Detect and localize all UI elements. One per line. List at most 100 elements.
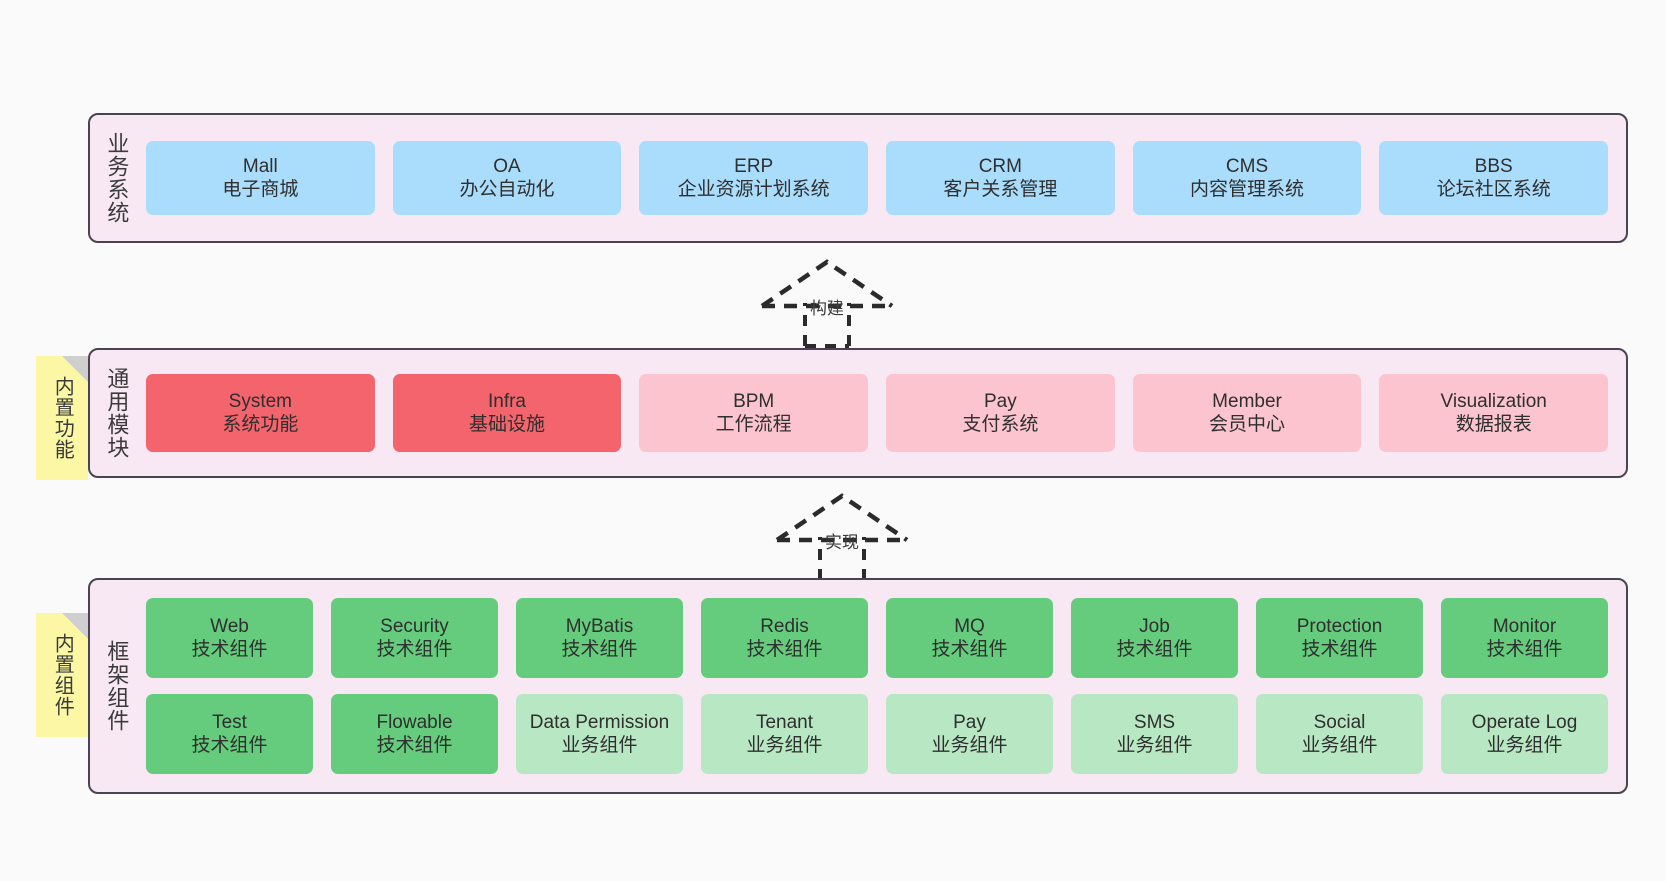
- node-title: BBS: [1474, 155, 1513, 177]
- node-subtitle: 内容管理系统: [1190, 179, 1305, 200]
- node-system[interactable]: System 系统功能: [146, 374, 375, 452]
- sticky-note-builtin-feature[interactable]: 内置功能: [36, 356, 88, 480]
- node-crm[interactable]: CRM 客户关系管理: [886, 141, 1115, 215]
- node-title: Infra: [487, 390, 527, 412]
- node-title: Tenant: [755, 711, 814, 733]
- node-title: Job: [1139, 615, 1170, 637]
- node-pay-module[interactable]: Pay 支付系统: [886, 374, 1115, 452]
- node-monitor[interactable]: Monitor 技术组件: [1441, 598, 1608, 678]
- node-protection[interactable]: Protection 技术组件: [1256, 598, 1423, 678]
- node-row: Test 技术组件 Flowable 技术组件 Data Permission …: [146, 694, 1608, 774]
- node-title: Social: [1313, 711, 1366, 733]
- node-mybatis[interactable]: MyBatis 技术组件: [516, 598, 683, 678]
- node-title: MQ: [954, 615, 985, 637]
- node-oa[interactable]: OA 办公自动化: [392, 141, 622, 215]
- layer-title-business-system: 业务系统: [104, 132, 130, 224]
- node-subtitle: 客户关系管理: [943, 179, 1058, 200]
- generalization-arrow-icon: [760, 259, 894, 348]
- node-title: CMS: [1225, 155, 1269, 177]
- node-subtitle: 技术组件: [191, 735, 268, 756]
- node-subtitle: 技术组件: [191, 639, 268, 660]
- node-title: SMS: [1133, 711, 1176, 733]
- node-title: Pay: [953, 711, 986, 733]
- node-title: ERP: [734, 155, 774, 177]
- node-security[interactable]: Security 技术组件: [331, 598, 498, 678]
- sticky-note-label: 内置组件: [51, 633, 74, 717]
- node-bbs[interactable]: BBS 论坛社区系统: [1379, 141, 1609, 215]
- page-fold-icon: [62, 356, 88, 382]
- node-data-permission[interactable]: Data Permission 业务组件: [516, 694, 683, 774]
- node-title: Data Permission: [529, 711, 670, 733]
- node-sms[interactable]: SMS 业务组件: [1071, 694, 1238, 774]
- layer-title-framework-component: 框架组件: [104, 640, 130, 732]
- layer-body-common-module: System 系统功能 Infra 基础设施 BPM 工作流程 Pay 支付系统…: [142, 350, 1612, 476]
- node-subtitle: 业务组件: [561, 735, 638, 756]
- node-title: Operate Log: [1471, 711, 1578, 733]
- node-visualization[interactable]: Visualization 数据报表: [1379, 374, 1609, 452]
- page-fold-icon: [62, 613, 88, 639]
- node-subtitle: 业务组件: [746, 735, 823, 756]
- node-title: Pay: [983, 390, 1017, 412]
- node-subtitle: 业务组件: [1301, 735, 1378, 756]
- node-pay-component[interactable]: Pay 业务组件: [886, 694, 1053, 774]
- node-title: Monitor: [1492, 615, 1557, 637]
- node-title: MyBatis: [565, 615, 634, 637]
- sticky-note-label: 内置功能: [51, 376, 74, 460]
- node-subtitle: 技术组件: [1301, 639, 1378, 660]
- node-title: Mall: [242, 155, 278, 177]
- node-cms[interactable]: CMS 内容管理系统: [1132, 141, 1362, 215]
- node-operate-log[interactable]: Operate Log 业务组件: [1441, 694, 1608, 774]
- node-mq[interactable]: MQ 技术组件: [886, 598, 1053, 678]
- node-subtitle: 工作流程: [715, 414, 792, 435]
- node-subtitle: 会员中心: [1209, 414, 1286, 435]
- node-title: Protection: [1296, 615, 1383, 637]
- node-row: System 系统功能 Infra 基础设施 BPM 工作流程 Pay 支付系统…: [146, 374, 1609, 452]
- node-subtitle: 技术组件: [376, 639, 453, 660]
- layer-title-common-module: 通用模块: [104, 367, 130, 459]
- node-subtitle: 支付系统: [962, 414, 1039, 435]
- connector-build: 构建: [757, 258, 897, 348]
- node-social[interactable]: Social 业务组件: [1256, 694, 1423, 774]
- node-job[interactable]: Job 技术组件: [1071, 598, 1238, 678]
- node-subtitle: 电子商城: [222, 179, 299, 200]
- node-member[interactable]: Member 会员中心: [1132, 374, 1362, 452]
- node-title: CRM: [978, 155, 1022, 177]
- node-title: BPM: [733, 390, 775, 412]
- node-test[interactable]: Test 技术组件: [146, 694, 313, 774]
- connector-label-implement: 实现: [825, 533, 859, 552]
- layer-business-system[interactable]: 业务系统 Mall 电子商城 OA 办公自动化 ERP 企业资源计划系统 CRM…: [88, 113, 1628, 243]
- node-title: Member: [1212, 390, 1282, 412]
- layer-common-module[interactable]: 通用模块 System 系统功能 Infra 基础设施 BPM 工作流程 Pay…: [88, 348, 1628, 478]
- node-title: Security: [380, 615, 449, 637]
- connector-label-build: 构建: [810, 299, 844, 318]
- node-tenant[interactable]: Tenant 业务组件: [701, 694, 868, 774]
- node-title: Web: [210, 615, 249, 637]
- sticky-note-builtin-component[interactable]: 内置组件: [36, 613, 88, 737]
- node-erp[interactable]: ERP 企业资源计划系统: [639, 141, 869, 215]
- layer-body-business-system: Mall 电子商城 OA 办公自动化 ERP 企业资源计划系统 CRM 客户关系…: [142, 115, 1612, 241]
- node-redis[interactable]: Redis 技术组件: [701, 598, 868, 678]
- node-subtitle: 技术组件: [1486, 639, 1563, 660]
- node-subtitle: 业务组件: [1116, 735, 1193, 756]
- node-web[interactable]: Web 技术组件: [146, 598, 313, 678]
- node-subtitle: 基础设施: [469, 414, 546, 435]
- node-mall[interactable]: Mall 电子商城: [146, 141, 375, 215]
- node-bpm[interactable]: BPM 工作流程: [639, 374, 869, 452]
- node-subtitle: 业务组件: [1486, 735, 1563, 756]
- node-title: OA: [493, 155, 521, 177]
- node-subtitle: 技术组件: [746, 639, 823, 660]
- node-flowable[interactable]: Flowable 技术组件: [331, 694, 498, 774]
- node-subtitle: 技术组件: [1116, 639, 1193, 660]
- node-subtitle: 系统功能: [222, 414, 299, 435]
- node-subtitle: 企业资源计划系统: [677, 179, 830, 200]
- node-infra[interactable]: Infra 基础设施: [392, 374, 622, 452]
- node-subtitle: 技术组件: [376, 735, 453, 756]
- node-subtitle: 论坛社区系统: [1436, 179, 1551, 200]
- node-subtitle: 数据报表: [1455, 414, 1532, 435]
- node-subtitle: 业务组件: [931, 735, 1008, 756]
- node-subtitle: 技术组件: [931, 639, 1008, 660]
- node-title: System: [228, 390, 293, 412]
- node-row: Mall 电子商城 OA 办公自动化 ERP 企业资源计划系统 CRM 客户关系…: [146, 141, 1609, 215]
- layer-framework-component[interactable]: 框架组件 Web 技术组件 Security 技术组件 MyBatis 技术组件…: [88, 578, 1628, 794]
